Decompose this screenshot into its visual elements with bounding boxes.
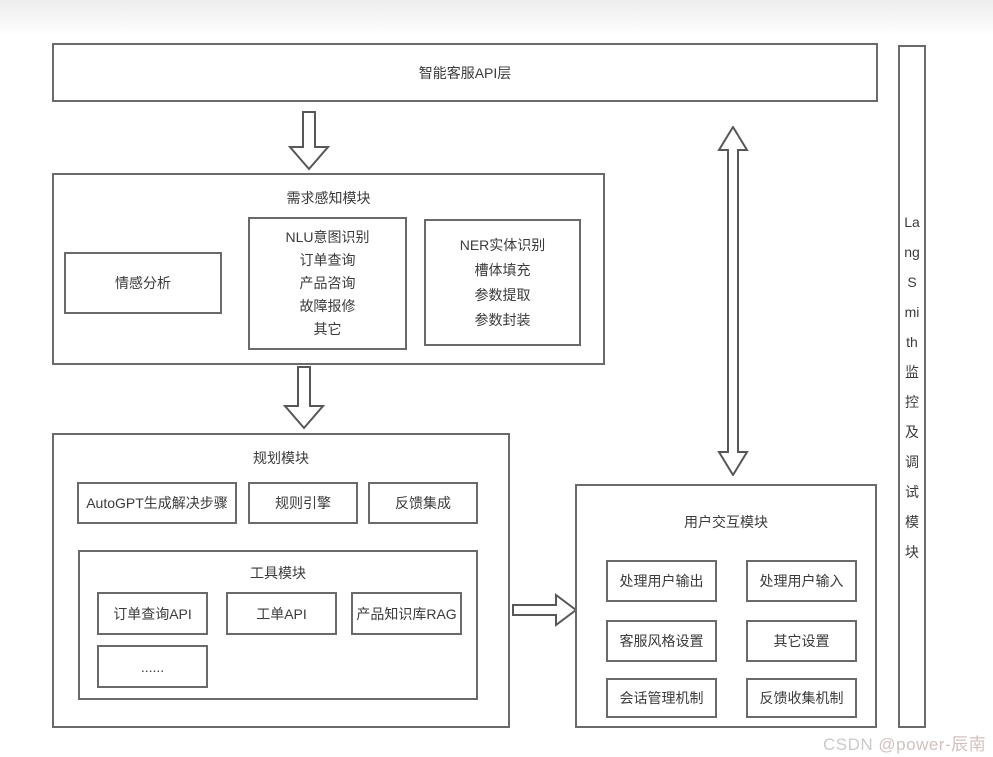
api-layer-label: 智能客服API层: [418, 64, 512, 81]
handle-user-output-box: 处理用户输出: [606, 560, 717, 602]
rule-engine-box: 规则引擎: [248, 482, 358, 524]
planning-module-title: 规划模块: [253, 450, 309, 466]
langsmith-line: ng: [904, 243, 920, 260]
handle-user-input-label: 处理用户输入: [759, 573, 844, 589]
langsmith-monitor-module-box: La ng S mi th 监 控 及 调 试 模 块: [898, 45, 926, 728]
order-query-api-box: 订单查询API: [97, 592, 208, 635]
ner-title: NER实体识别: [459, 236, 546, 253]
langsmith-line: 及: [905, 423, 919, 440]
service-style-settings-box: 客服风格设置: [606, 620, 717, 662]
down-arrow-demand-to-planning-icon: [283, 366, 325, 430]
top-gradient: [0, 0, 993, 36]
handle-user-input-box: 处理用户输入: [746, 560, 857, 602]
langsmith-line: mi: [904, 303, 920, 320]
watermark-author: @power-辰南: [878, 735, 987, 754]
langsmith-line: La: [904, 213, 920, 230]
other-settings-label: 其它设置: [773, 633, 830, 649]
other-settings-box: 其它设置: [746, 620, 857, 662]
langsmith-line: 调: [905, 453, 919, 470]
nlu-item: 产品咨询: [299, 275, 356, 291]
feedback-integration-box: 反馈集成: [368, 482, 478, 524]
session-management-label: 会话管理机制: [619, 690, 704, 706]
nlu-item: 其它: [313, 321, 342, 337]
sentiment-analysis-box: 情感分析: [64, 252, 222, 314]
demand-module-title: 需求感知模块: [286, 190, 371, 206]
ner-item: 参数封装: [474, 311, 531, 328]
product-knowledge-rag-label: 产品知识库RAG: [356, 605, 457, 622]
ticket-api-box: 工单API: [226, 592, 337, 635]
autogpt-steps-label: AutoGPT生成解决步骤: [86, 495, 228, 511]
feedback-collection-label: 反馈收集机制: [759, 690, 844, 706]
feedback-integration-label: 反馈集成: [395, 495, 451, 511]
more-tools-box: ......: [97, 645, 208, 688]
api-layer-box: 智能客服API层: [52, 43, 878, 102]
tools-module-title: 工具模块: [250, 565, 306, 581]
nlu-title: NLU意图识别: [285, 229, 370, 245]
nlu-item: 订单查询: [299, 252, 356, 268]
watermark-brand: CSDN: [823, 735, 874, 754]
langsmith-line: th: [906, 333, 918, 350]
ner-item: 参数提取: [474, 286, 531, 303]
langsmith-line: 块: [905, 543, 919, 560]
down-arrow-api-to-demand-icon: [288, 111, 330, 171]
feedback-collection-box: 反馈收集机制: [746, 678, 857, 718]
product-knowledge-rag-box: 产品知识库RAG: [351, 592, 462, 635]
rule-engine-label: 规则引擎: [275, 495, 331, 511]
ner-entity-box: NER实体识别 槽体填充 参数提取 参数封装: [424, 219, 581, 346]
ticket-api-label: 工单API: [256, 605, 307, 622]
session-management-box: 会话管理机制: [606, 678, 717, 718]
langsmith-line: 试: [905, 483, 919, 500]
langsmith-line: S: [907, 273, 917, 290]
langsmith-line: 控: [905, 393, 919, 410]
autogpt-steps-box: AutoGPT生成解决步骤: [77, 482, 237, 524]
right-arrow-planning-to-interaction-icon: [512, 593, 578, 627]
double-arrow-interaction-api-icon: [717, 126, 749, 476]
order-query-api-label: 订单查询API: [113, 605, 192, 622]
ner-item: 槽体填充: [474, 261, 531, 278]
watermark: CSDN @power-辰南: [823, 730, 986, 755]
langsmith-line: 模: [905, 513, 919, 530]
nlu-intent-box: NLU意图识别 订单查询 产品咨询 故障报修 其它: [248, 217, 407, 350]
langsmith-line: 监: [905, 363, 919, 380]
service-style-settings-label: 客服风格设置: [619, 633, 704, 649]
nlu-item: 故障报修: [299, 298, 356, 314]
sentiment-analysis-label: 情感分析: [115, 275, 171, 291]
more-tools-label: ......: [140, 658, 165, 675]
interaction-module-title: 用户交互模块: [684, 514, 768, 530]
handle-user-output-label: 处理用户输出: [619, 573, 704, 589]
